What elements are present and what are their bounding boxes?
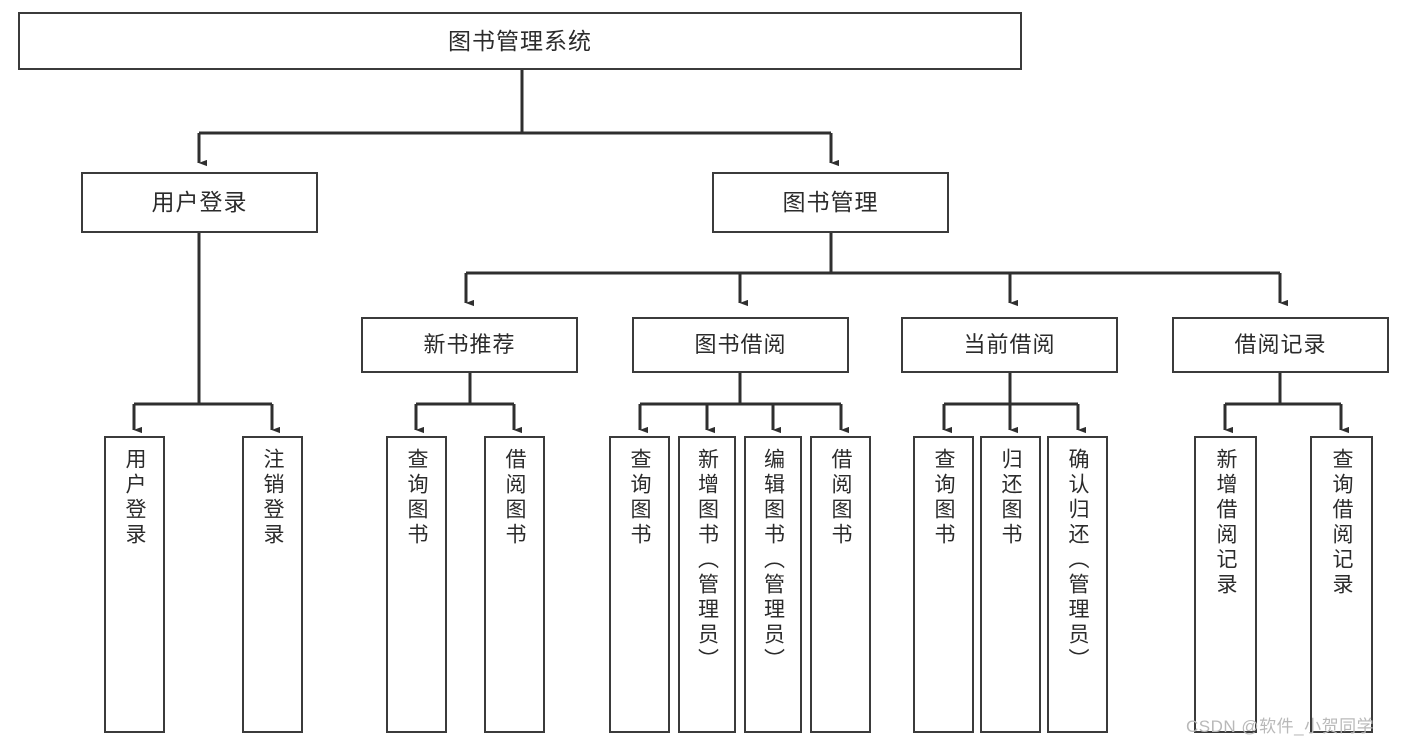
leaf-user-login-login[interactable]: 用户登录 — [104, 436, 165, 733]
node-label: 当前借阅 — [963, 332, 1056, 358]
leaf-current-confirm-return-admin[interactable]: 确认归还（管理员） — [1047, 436, 1108, 733]
node-label: 用户登录 — [151, 189, 248, 216]
node-label: 新增图书（管理员） — [695, 448, 719, 673]
leaf-record-query-borrow-record[interactable]: 查询借阅记录 — [1310, 436, 1373, 733]
node-user-login[interactable]: 用户登录 — [81, 172, 318, 233]
leaf-recommend-borrow-book[interactable]: 借阅图书 — [484, 436, 545, 733]
node-label: 查询图书 — [628, 448, 651, 548]
node-label: 注销登录 — [261, 448, 284, 548]
node-book-management[interactable]: 图书管理 — [712, 172, 949, 233]
leaf-recommend-query-book[interactable]: 查询图书 — [386, 436, 447, 733]
node-new-book-recommend[interactable]: 新书推荐 — [361, 317, 578, 373]
node-label: 图书管理 — [782, 189, 879, 216]
node-label: 查询借阅记录 — [1330, 448, 1353, 598]
leaf-borrow-query-book[interactable]: 查询图书 — [609, 436, 670, 733]
node-label: 借阅记录 — [1234, 332, 1327, 358]
node-label: 新增借阅记录 — [1214, 448, 1237, 598]
leaf-borrow-edit-book-admin[interactable]: 编辑图书（管理员） — [744, 436, 802, 733]
leaf-current-query-book[interactable]: 查询图书 — [913, 436, 974, 733]
node-label: 查询图书 — [932, 448, 955, 548]
node-label: 图书管理系统 — [448, 27, 592, 54]
node-borrow-record[interactable]: 借阅记录 — [1172, 317, 1389, 373]
node-label: 借阅图书 — [829, 448, 852, 548]
node-root-book-management-system[interactable]: 图书管理系统 — [18, 12, 1022, 70]
node-label: 借阅图书 — [503, 448, 526, 548]
watermark-text: CSDN @软件_小贺同学 — [1186, 717, 1375, 736]
node-label: 图书借阅 — [694, 332, 787, 358]
node-label: 查询图书 — [405, 448, 428, 548]
leaf-user-login-logout[interactable]: 注销登录 — [242, 436, 303, 733]
node-label: 用户登录 — [123, 448, 146, 548]
leaf-borrow-borrow-book[interactable]: 借阅图书 — [810, 436, 871, 733]
node-label: 编辑图书（管理员） — [761, 448, 785, 673]
leaf-borrow-add-book-admin[interactable]: 新增图书（管理员） — [678, 436, 736, 733]
leaf-record-add-borrow-record[interactable]: 新增借阅记录 — [1194, 436, 1257, 733]
node-book-borrow[interactable]: 图书借阅 — [632, 317, 849, 373]
leaf-current-return-book[interactable]: 归还图书 — [980, 436, 1041, 733]
node-label: 新书推荐 — [423, 332, 516, 358]
node-current-borrow[interactable]: 当前借阅 — [901, 317, 1118, 373]
node-label: 确认归还（管理员） — [1066, 448, 1089, 673]
node-label: 归还图书 — [999, 448, 1022, 548]
